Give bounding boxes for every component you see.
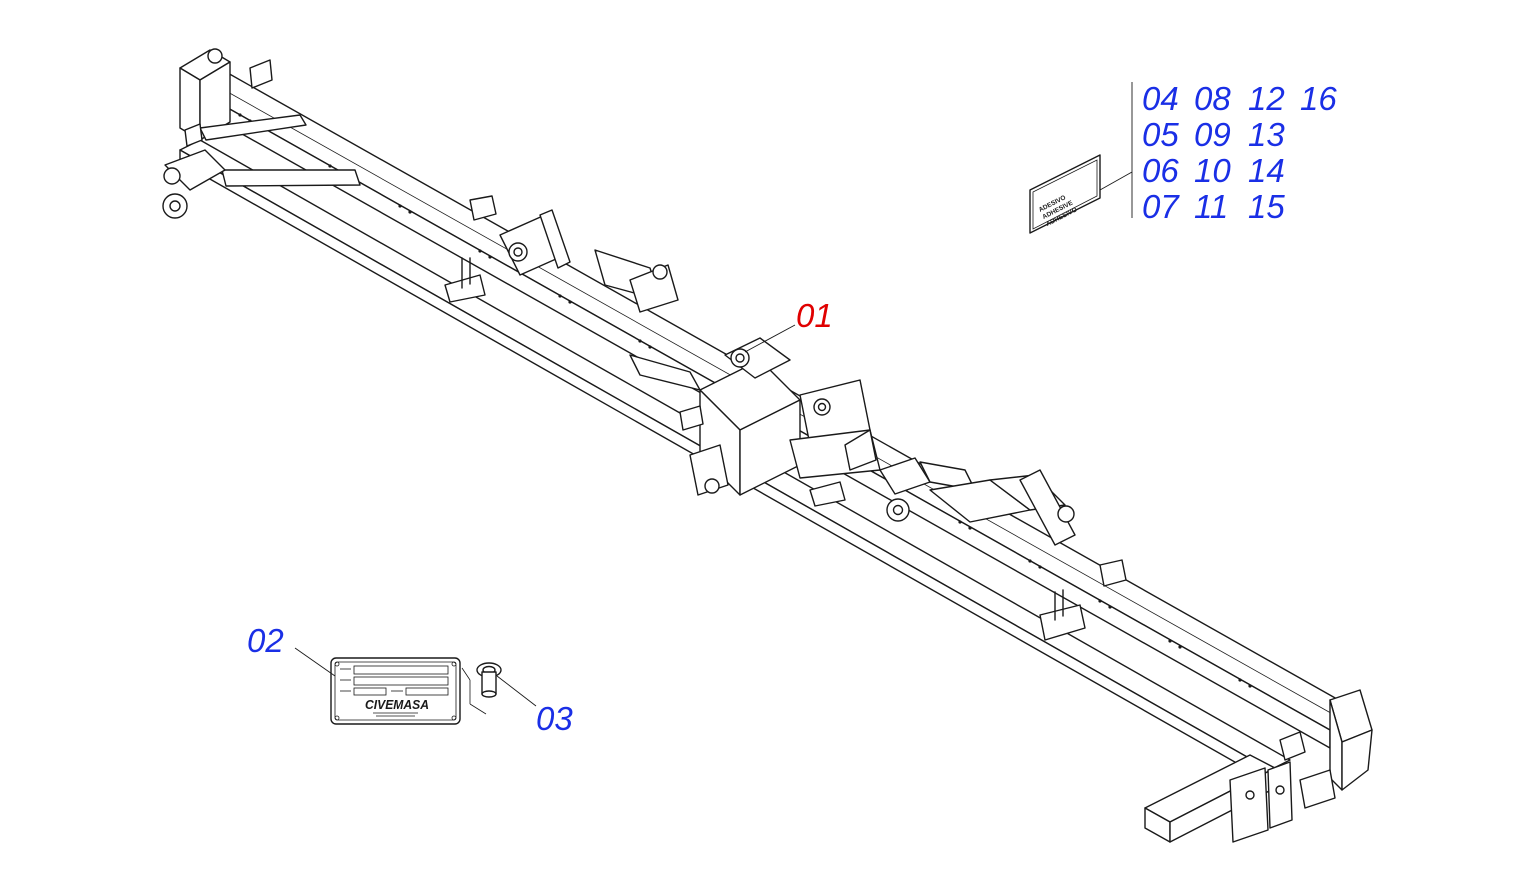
callout-04: 04 [1142,80,1179,117]
right-clevis [879,457,976,522]
callout-06: 06 [1142,152,1179,189]
callout-02: 02 [247,622,284,659]
callout-15: 15 [1248,188,1285,225]
callout-09: 09 [1194,116,1231,153]
callout-07: 07 [1142,188,1180,225]
right-end-assembly [1144,689,1373,843]
callout-03: 03 [536,700,573,737]
callout-10: 10 [1194,152,1231,189]
sticker-callout-numbers: 04 08 12 16 05 09 13 06 10 14 07 11 15 [1142,80,1337,225]
callout-08: 08 [1194,80,1231,117]
callout-11: 11 [1194,188,1228,225]
callout-12: 12 [1248,80,1285,117]
main-frame-drawing [162,48,1373,843]
central-pivot-assembly [629,337,881,507]
callout-03-group: 03 [496,675,573,737]
right-wing-bracket [929,469,1127,641]
plate-brand: CIVEMASA [365,697,429,712]
left-wing-bracket [444,195,679,313]
callout-02-group: 02 [247,622,336,677]
rivet [461,662,502,715]
callout-01: 01 [796,297,833,334]
left-end-assembly [162,48,361,219]
callout-01-group: 01 [744,297,833,353]
callout-13: 13 [1248,116,1285,153]
id-plate: CIVEMASA [330,657,461,725]
callout-05: 05 [1142,116,1179,153]
beam-holes [238,113,1252,688]
callout-16: 16 [1300,80,1337,117]
adhesive-sticker: ADESIVO ADHESIVE ADHESIVO [1029,82,1133,234]
callout-14: 14 [1248,152,1285,189]
